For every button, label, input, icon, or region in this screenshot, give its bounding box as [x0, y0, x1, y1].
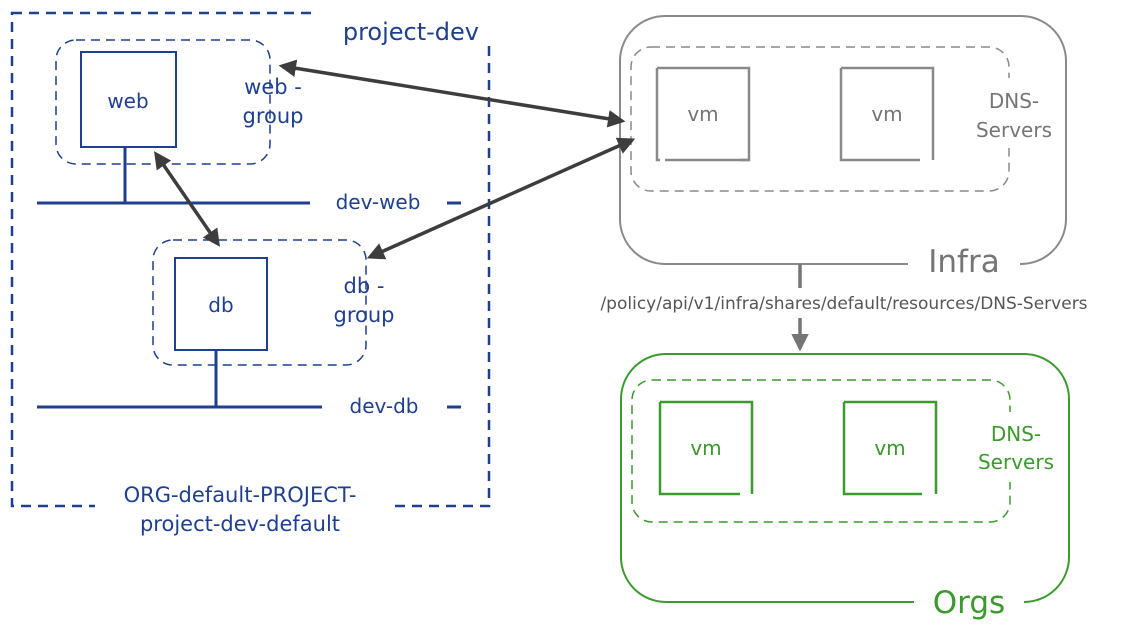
- web-vm-box[interactable]: [80, 51, 177, 148]
- orgs-container: [620, 353, 1070, 622]
- db-group-box: [152, 239, 367, 366]
- db-group-label-line2: group: [334, 303, 395, 327]
- db-vm-box[interactable]: [174, 257, 268, 351]
- share-path-label: /policy/api/v1/infra/shares/default/reso…: [600, 294, 1087, 314]
- web-group-label-line2: group: [243, 104, 304, 128]
- project-title: project-dev: [343, 18, 479, 46]
- project-footer-line1: ORG-default-PROJECT-: [124, 483, 357, 507]
- db-group-to-infra-dns-arrow: [366, 137, 636, 260]
- orgs-vm-2[interactable]: [842, 400, 938, 496]
- project-dev-container: [10, 5, 498, 538]
- db-vm-label: db: [208, 293, 233, 317]
- orgs-vm-1[interactable]: [658, 400, 754, 496]
- infra-title: Infra: [928, 244, 999, 280]
- orgs-vm-2-label: vm: [874, 436, 905, 460]
- orgs-title: Orgs: [933, 585, 1005, 621]
- infra-vm-2-label: vm: [871, 102, 902, 126]
- infra-dns-group-label-line1: DNS-: [989, 89, 1039, 113]
- orgs-dns-group-label-line2: Servers: [978, 450, 1054, 474]
- web-vm-label: web: [107, 89, 148, 113]
- infra-dns-group-label-line2: Servers: [976, 118, 1052, 142]
- project-footer-line2: project-dev-default: [140, 512, 340, 536]
- orgs-vm-1-label: vm: [690, 436, 721, 460]
- web-group-to-infra-dns-arrow: [278, 59, 626, 128]
- infra-vm-1-label: vm: [687, 102, 718, 126]
- dev-db-segment-label: dev-db: [350, 394, 419, 418]
- web-to-db-arrow: [154, 151, 220, 247]
- orgs-dns-group-label-line1: DNS-: [991, 422, 1041, 446]
- web-group-label-line1: web -: [244, 75, 302, 99]
- db-group-label-line1: db -: [344, 274, 385, 298]
- infra-vm-1[interactable]: [655, 66, 751, 162]
- infra-vm-2[interactable]: [839, 66, 935, 162]
- dev-web-segment-label: dev-web: [336, 190, 421, 214]
